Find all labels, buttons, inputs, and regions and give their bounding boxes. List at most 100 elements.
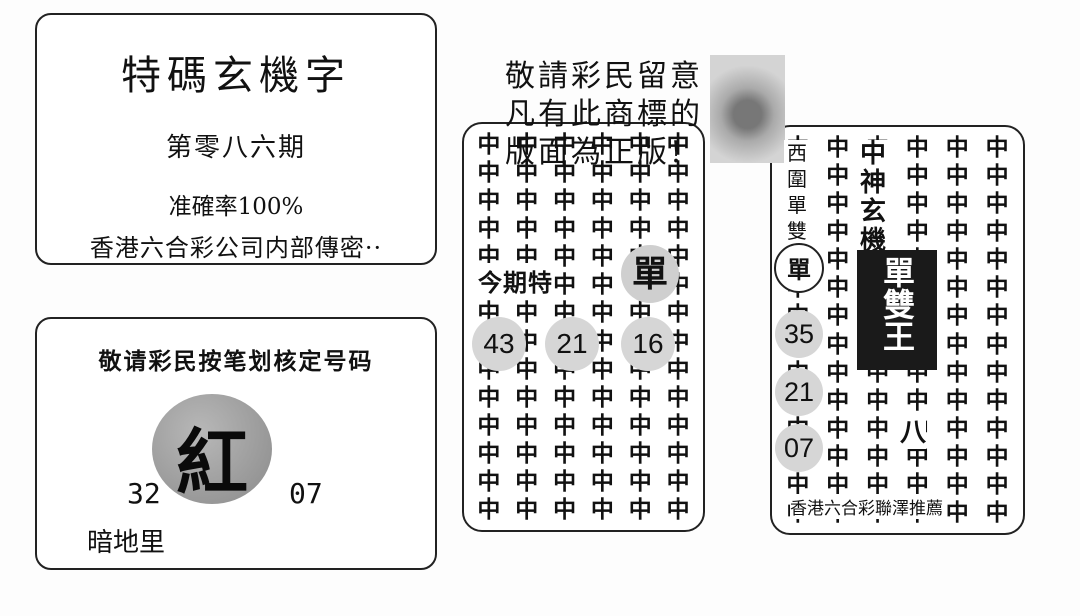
grid-char: 中	[945, 330, 969, 358]
grid-char: 中	[826, 302, 850, 330]
grid-char: 中	[628, 158, 652, 186]
grid-char: 中	[826, 217, 850, 245]
right-footer: 香港六合彩聯澤推薦	[790, 494, 943, 519]
grid-char: 中	[786, 471, 810, 499]
title-panel: 特碼玄機字 第零八六期 准確率100% 香港六合彩公司内部傳密··	[35, 13, 437, 265]
grid-char: 中	[666, 411, 690, 439]
grid-char: 中	[945, 302, 969, 330]
red-panel: 敬请彩民按笔划核定号码 紅 32 07 暗地里	[35, 317, 437, 570]
company-label: 香港六合彩公司内部傳密··	[89, 234, 383, 262]
grid-char: 中	[666, 214, 690, 242]
grid-char: 中	[945, 499, 969, 527]
grid-char: 中	[985, 161, 1009, 189]
grid-char: 中	[477, 214, 501, 242]
grid-char: 中	[985, 386, 1009, 414]
grid-char: 中	[666, 130, 690, 158]
grid-char: 中	[945, 386, 969, 414]
notice-line-2: 凡有此商標的	[505, 97, 703, 132]
grid-char: 中	[866, 414, 890, 442]
issue-label: 第零八六期	[165, 133, 306, 163]
grid-char: 中	[905, 161, 929, 189]
notice-line-1: 敬請彩民留意	[505, 59, 703, 94]
grid-char: 中	[628, 383, 652, 411]
grid-char: 中	[477, 411, 501, 439]
grid-char: 中	[945, 414, 969, 442]
grid-char: 中	[905, 443, 929, 471]
grid-char: 中	[590, 271, 614, 299]
grid-char: 中	[985, 330, 1009, 358]
grid-char: 中	[515, 214, 539, 242]
grid-char: 中	[553, 243, 577, 271]
grid-char: 中	[985, 302, 1009, 330]
grid-char: 中	[826, 330, 850, 358]
grid-char: 中	[866, 386, 890, 414]
grid-char: 中	[945, 161, 969, 189]
grid-char: 中	[477, 243, 501, 271]
grid-char: 中	[985, 499, 1009, 527]
grid-char: 中	[590, 158, 614, 186]
grid-char: 中	[826, 443, 850, 471]
grid-char: 中	[826, 358, 850, 386]
grid-char: 中	[905, 133, 929, 161]
grid-char: 中	[666, 299, 690, 327]
verify-instruction: 敬请彩民按笔划核定号码	[98, 348, 374, 375]
grid-char: 中	[985, 133, 1009, 161]
grid-char: 中	[553, 383, 577, 411]
grid-char: 中	[985, 443, 1009, 471]
grid-char: 中	[666, 186, 690, 214]
grid-char: 中	[590, 440, 614, 468]
grid-char: 中	[515, 468, 539, 496]
number-right: 07	[289, 477, 323, 510]
grid-char: 中	[590, 468, 614, 496]
number-ball: 07	[775, 424, 823, 472]
grid-char: 中	[826, 133, 850, 161]
grid-char: 中	[826, 471, 850, 499]
grid-char: 中	[590, 243, 614, 271]
grid-char: 中	[945, 358, 969, 386]
number-left: 32	[127, 477, 161, 510]
grid-char: 中	[628, 468, 652, 496]
grid-char: 中	[985, 471, 1009, 499]
grid-char: 中	[477, 383, 501, 411]
grid-char: 中	[477, 496, 501, 524]
grid-char: 中	[553, 411, 577, 439]
grid-char: 中	[945, 274, 969, 302]
grid-char: 中	[666, 158, 690, 186]
notice-text: 敬請彩民留意 凡有此商標的 版面為正版!	[505, 58, 710, 172]
extra-char: 八	[900, 412, 927, 449]
grid-char: 中	[866, 471, 890, 499]
grid-char: 中	[515, 186, 539, 214]
grid-char: 中	[477, 440, 501, 468]
grid-char: 中	[628, 130, 652, 158]
vertical-trademark: 中神玄機	[858, 139, 888, 256]
grid-char: 中	[666, 468, 690, 496]
grid-char: 中	[826, 274, 850, 302]
grid-char: 中	[905, 217, 929, 245]
grid-char: 中	[985, 189, 1009, 217]
grid-char: 中	[628, 440, 652, 468]
grid-char: 中	[515, 299, 539, 327]
grid-char: 中	[515, 355, 539, 383]
grid-char: 中	[985, 274, 1009, 302]
number-ball: 21	[545, 317, 599, 371]
grid-char: 中	[515, 496, 539, 524]
grid-char: 中	[477, 468, 501, 496]
accuracy-label: 准確率100%	[168, 194, 304, 220]
grid-char: 中	[553, 214, 577, 242]
grid-char: 中	[477, 130, 501, 158]
grid-char: 中	[553, 496, 577, 524]
grid-char: 中	[666, 496, 690, 524]
grid-char: 中	[666, 383, 690, 411]
grid-char: 中	[628, 214, 652, 242]
grid-char: 中	[553, 468, 577, 496]
grid-char: 中	[985, 414, 1009, 442]
main-title: 特碼玄機字	[121, 53, 351, 99]
single-double-box: 單雙王	[857, 250, 937, 370]
grid-char: 中	[590, 214, 614, 242]
grid-char: 中	[477, 186, 501, 214]
grid-char: 中	[515, 158, 539, 186]
number-ball: 43	[472, 317, 526, 371]
grid-char: 中	[866, 443, 890, 471]
grid-char: 中	[553, 440, 577, 468]
grid-char: 中	[553, 158, 577, 186]
